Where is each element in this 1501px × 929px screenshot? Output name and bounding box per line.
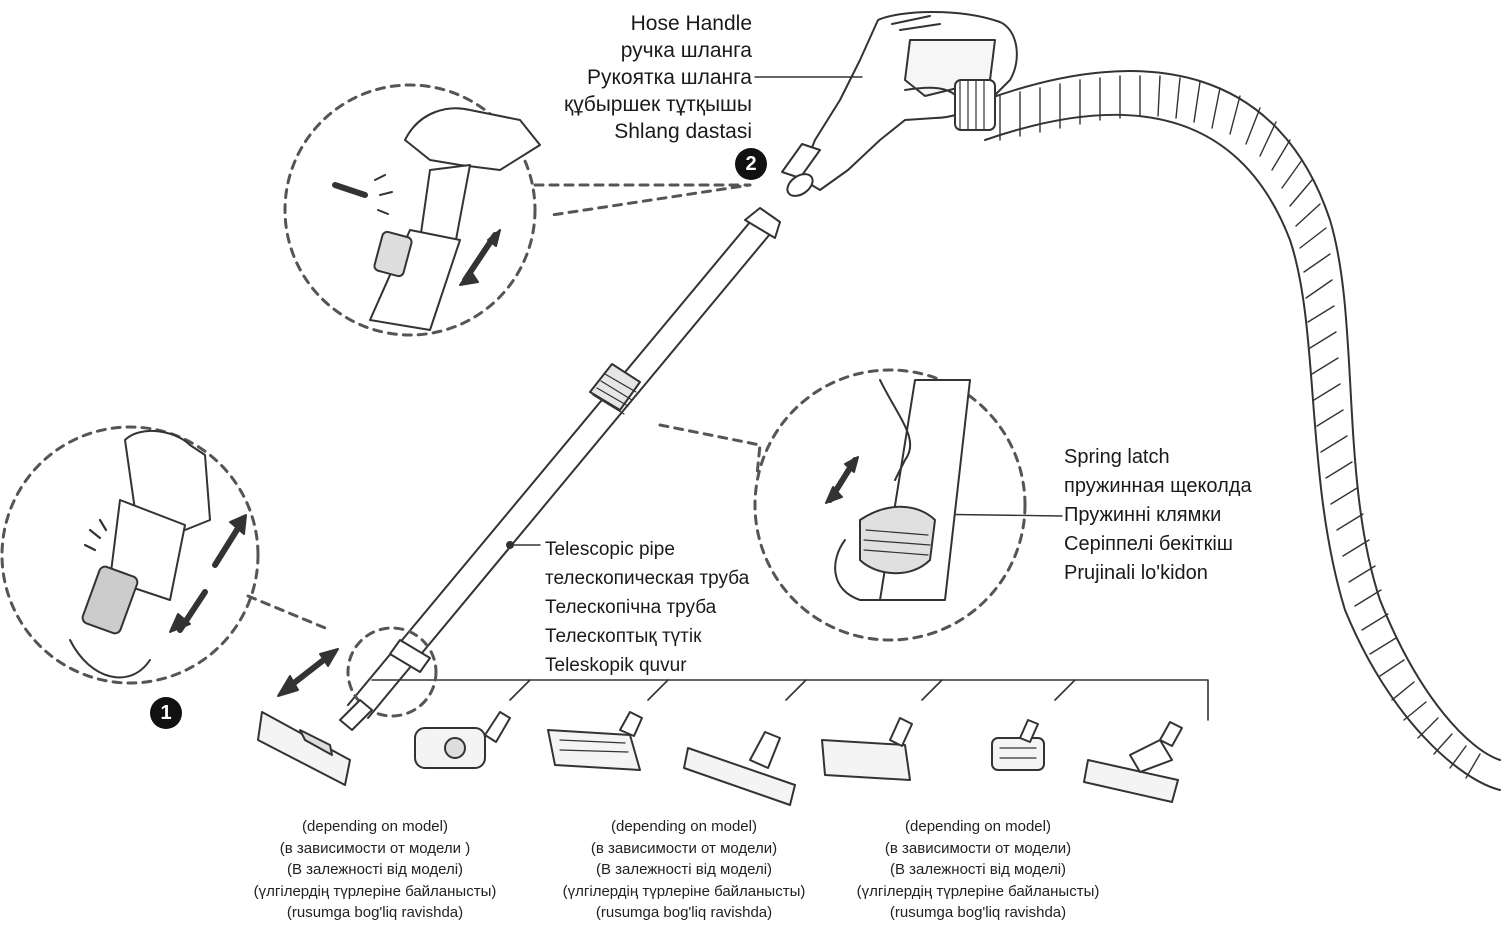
callout-circle-handle bbox=[283, 83, 537, 337]
spring-latch-label-uz: Prujinali lo'kidon bbox=[1064, 562, 1208, 584]
callout-pointer-spring bbox=[658, 423, 762, 477]
model-note-line: (в зависимости от модели) bbox=[884, 839, 1072, 857]
model-note-line: (rusumga bog'liq ravishda) bbox=[889, 904, 1067, 921]
model-note-line: (в зависимости от модели ) bbox=[279, 839, 471, 857]
hose-handle-drawing bbox=[781, 11, 1018, 197]
model-note-line: (В залежності від моделі) bbox=[595, 861, 773, 878]
telescopic-pipe-label-uz: Teleskopik quvur bbox=[545, 655, 687, 676]
spring-latch-label-en: Spring latch bbox=[1064, 446, 1170, 468]
nozzle-callout-detail bbox=[69, 429, 247, 679]
callout-pointer-nozzle bbox=[246, 594, 332, 632]
spring-latch-callout-detail bbox=[825, 379, 971, 601]
nozzle-mini-turbo bbox=[991, 719, 1045, 771]
vacuum-hose bbox=[984, 70, 1501, 791]
model-note-line: (үлгілердің түрлеріне байланысты) bbox=[253, 882, 497, 900]
nozzle-main-floor-brush bbox=[257, 699, 373, 786]
nozzle-compact-brush bbox=[821, 717, 913, 781]
model-note-line: (depending on model) bbox=[611, 818, 757, 835]
model-note-line: (В залежності від моделі) bbox=[286, 861, 464, 878]
handle-callout-detail bbox=[332, 107, 541, 331]
model-note-line: (В залежності від моделі) bbox=[889, 861, 1067, 878]
telescopic-pipe-label-kk: Телескоптық түтік bbox=[545, 626, 702, 647]
hose-handle-label: Hose Handle ручка шланга Рукоятка шланга… bbox=[564, 10, 752, 145]
model-note-line: (depending on model) bbox=[302, 818, 448, 835]
nozzle-parquet-brush bbox=[683, 731, 796, 806]
spring-latch-label-uk: Пружинні клямки bbox=[1064, 504, 1222, 526]
callout-pointer-handle bbox=[533, 183, 752, 217]
joint-arrow bbox=[277, 648, 339, 697]
nozzle-accessories bbox=[257, 699, 1183, 806]
model-note-1: (depending on model) (в зависимости от м… bbox=[215, 816, 535, 924]
accessory-bar bbox=[371, 679, 1209, 721]
nozzle-wide-floor-brush bbox=[1083, 721, 1183, 803]
telescopic-pipe-label-uk: Телескопічна труба bbox=[545, 597, 717, 618]
spring-latch-label: Spring latch пружинная щеколда Пружинні … bbox=[1064, 443, 1252, 588]
model-note-line: (rusumga bog'liq ravishda) bbox=[595, 904, 773, 921]
model-note-2: (depending on model) (в зависимости от м… bbox=[524, 816, 844, 924]
leader-lines bbox=[509, 76, 1063, 546]
nozzle-electric-brush bbox=[547, 711, 643, 771]
nozzle-turbo-brush bbox=[414, 711, 511, 769]
model-note-line: (үлгілердің түрлеріне байланысты) bbox=[562, 882, 806, 900]
spring-latch-label-kk: Серіппелі бекіткіш bbox=[1064, 533, 1233, 555]
spring-latch-label-ru: пружинная щеколда bbox=[1064, 475, 1252, 497]
callout-circle-spring-latch bbox=[753, 368, 1027, 642]
model-note-3: (depending on model) (в зависимости от м… bbox=[818, 816, 1138, 924]
telescopic-pipe-label: Telescopic pipe телескопическая труба Те… bbox=[545, 535, 749, 680]
hose-handle-label-uz: Shlang dastasi bbox=[614, 120, 752, 143]
hose-handle-label-ru: ручка шланга bbox=[620, 39, 752, 62]
step-1-badge: 1 bbox=[150, 697, 182, 729]
telescopic-pipe-drawing bbox=[347, 207, 781, 719]
hose-handle-label-en: Hose Handle bbox=[630, 12, 752, 35]
model-note-line: (үлгілердің түрлеріне байланысты) bbox=[856, 882, 1100, 900]
telescopic-pipe-label-ru: телескопическая труба bbox=[545, 568, 750, 589]
model-note-line: (rusumga bog'liq ravishda) bbox=[286, 904, 464, 921]
callout-small-joint bbox=[346, 626, 438, 718]
hose-handle-label-uk: Рукоятка шланга bbox=[586, 66, 752, 89]
callout-circle-nozzle bbox=[0, 425, 260, 685]
model-note-line: (в зависимости от модели) bbox=[590, 839, 778, 857]
step-2-badge: 2 bbox=[735, 148, 767, 180]
telescopic-pipe-label-en: Telescopic pipe bbox=[545, 539, 675, 560]
model-note-line: (depending on model) bbox=[905, 818, 1051, 835]
hose-handle-label-kk: құбыршек тұтқышы bbox=[564, 93, 752, 116]
